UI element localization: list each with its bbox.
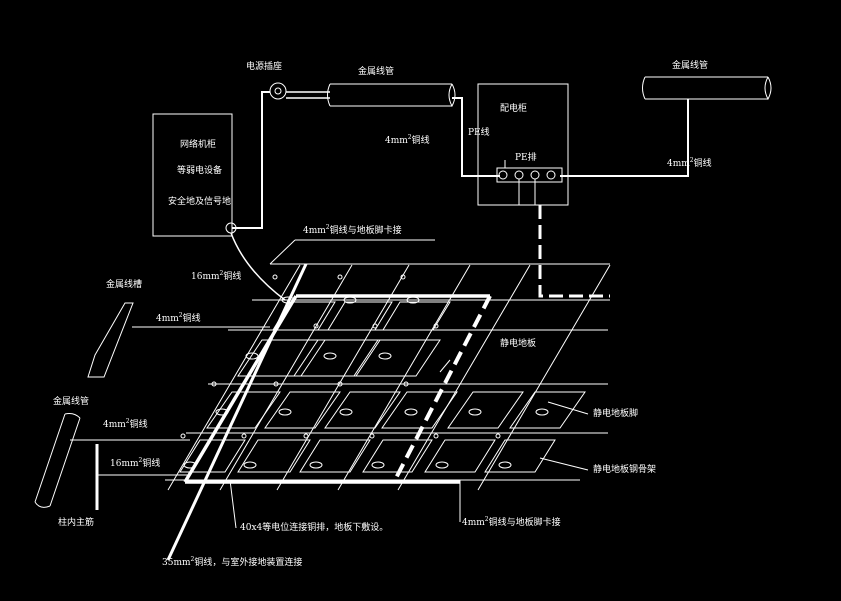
label-network-cabinet-3: 安全地及信号地 <box>168 197 232 207</box>
label-pe-bar: PE排 <box>515 153 537 163</box>
label-wire-4mm-pipe: 4mm2铜线 <box>103 418 148 430</box>
label-metal-conduit-right: 金属线管 <box>672 61 709 71</box>
label-metal-trunking: 金属线槽 <box>106 280 143 290</box>
label-pe-line: PE线 <box>468 128 490 138</box>
network-cabinet <box>152 113 233 237</box>
label-metal-pipe-left: 金属线管 <box>53 397 90 407</box>
power-socket-icon <box>269 82 287 100</box>
metal-trunking <box>87 302 134 378</box>
label-power-socket: 电源插座 <box>246 62 283 72</box>
label-wire-16mm-bottom: 16mm2铜线 <box>110 457 161 469</box>
label-metal-conduit-top: 金属线管 <box>358 67 395 77</box>
metal-conduit-right <box>642 76 772 101</box>
label-wire-16mm-top: 16mm2铜线 <box>191 270 242 282</box>
label-static-floor: 静电地板 <box>500 339 537 349</box>
metal-conduit-top <box>327 83 456 108</box>
label-floor-foot: 静电地板脚 <box>593 409 639 419</box>
distribution-cabinet <box>477 83 569 206</box>
label-wire-35mm: 35mm2铜线，与室外接地装置连接 <box>162 556 303 568</box>
label-wire-4mm-left: 4mm2铜线 <box>385 134 430 146</box>
metal-pipe-left <box>34 413 81 508</box>
label-distribution-cabinet: 配电柜 <box>500 104 528 114</box>
pe-bar <box>496 167 563 183</box>
label-network-cabinet-2: 等弱电设备 <box>177 166 223 176</box>
label-floor-bracket: 静电地板钢骨架 <box>593 465 657 475</box>
label-wire-4mm-floor: 4mm2铜线与地板脚卡接 <box>303 224 402 236</box>
label-flat-steel: 40x4等电位连接铜排，地板下敷设。 <box>240 523 389 533</box>
label-wire-4mm-right: 4mm2铜线 <box>667 157 712 169</box>
label-network-cabinet: 网络机柜 <box>180 140 217 150</box>
label-wire-4mm-trunk: 4mm2铜线 <box>156 312 201 324</box>
label-wire-4mm-bottom: 4mm2铜线与地板脚卡接 <box>462 516 561 528</box>
label-column-rebar: 柱内主筋 <box>58 518 95 528</box>
static-floor-tiles <box>179 301 586 473</box>
equipotential-bar <box>183 294 490 484</box>
